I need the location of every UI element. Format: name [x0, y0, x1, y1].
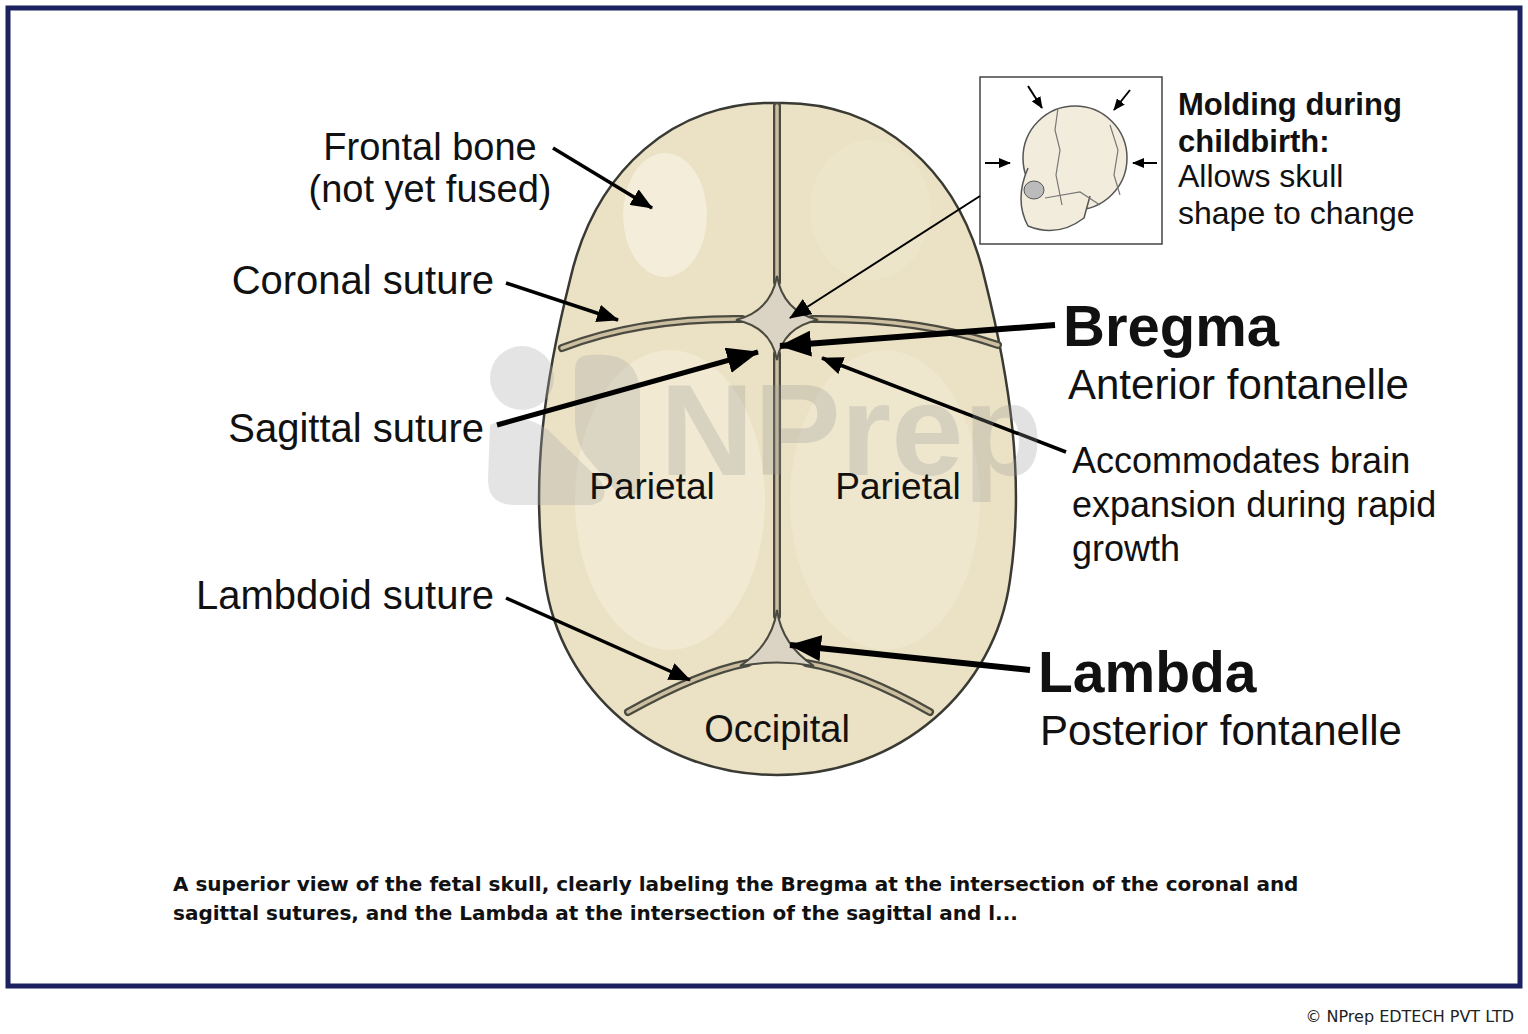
figure-caption: A superior view of the fetal skull, clea… [173, 870, 1363, 928]
sagittal-suture [773, 354, 781, 616]
bone-name: Parietal [818, 465, 978, 509]
metopic-suture [775, 106, 779, 282]
watermark: NPrep [660, 360, 1080, 500]
metopic-suture [773, 106, 781, 282]
leader-arrow [506, 598, 690, 680]
inset-orbit [1024, 181, 1044, 199]
suture-name: Coronal suture [174, 258, 494, 302]
bone-highlight [810, 140, 930, 280]
inset-arrows [985, 86, 1157, 163]
leader-arrow [553, 148, 652, 208]
molding-arrow [1133, 162, 1157, 164]
leader-lines [497, 148, 1066, 680]
bone-highlight [790, 350, 980, 650]
coronal-suture [562, 319, 742, 348]
sagittal-suture [775, 354, 779, 616]
suture-outline [562, 106, 998, 712]
skull-outline [539, 103, 1016, 775]
callout-heading: Molding during childbirth: [1178, 86, 1423, 160]
bone-name: Frontal bone (not yet fused) [300, 126, 560, 210]
inset-suture [1045, 192, 1100, 205]
leader-arrow [506, 283, 618, 320]
frame-border [8, 8, 1520, 986]
lambdoid-suture [628, 663, 748, 712]
inset-face [1021, 168, 1090, 231]
lambdoid-suture [806, 663, 930, 712]
bone-name: Occipital [687, 707, 867, 751]
anterior-fontanelle [736, 276, 818, 360]
landmark-name: Bregma [1063, 292, 1383, 360]
logo-shape [575, 355, 640, 496]
inset-suture [1110, 125, 1120, 195]
lambdoid-suture [628, 663, 748, 712]
landmark-subtitle: Anterior fontanelle [1068, 360, 1488, 410]
landmark-name: Lambda [1038, 638, 1358, 706]
lambdoid-suture [806, 663, 930, 712]
leader-arrow [780, 325, 1055, 346]
suture-name: Lambdoid suture [174, 573, 494, 617]
logo-dot [490, 346, 554, 410]
landmark-subtitle: Posterior fontanelle [1040, 706, 1460, 756]
callout-text: Allows skull shape to change [1178, 158, 1428, 232]
leader-arrow [822, 358, 1066, 452]
inset-suture [1055, 108, 1062, 205]
molding-arrow [985, 162, 1010, 164]
note-text: Accommodates brain expansion during rapi… [1072, 439, 1472, 571]
copyright-note: © NPrep EDTECH PVT LTD [1214, 1007, 1514, 1027]
posterior-fontanelle [740, 610, 814, 666]
leader-arrow [790, 196, 980, 318]
inset-box [980, 77, 1162, 244]
bone-highlight [623, 153, 707, 277]
molding-arrow [1028, 86, 1042, 108]
coronal-suture [562, 319, 742, 348]
bone-name: Parietal [572, 465, 732, 509]
suture-fill [562, 106, 998, 712]
molding-arrow [1114, 90, 1130, 110]
suture-name: Sagittal suture [164, 406, 484, 450]
leader-arrow [497, 352, 758, 425]
watermark-logo [488, 346, 640, 505]
leader-arrow [790, 645, 1030, 670]
